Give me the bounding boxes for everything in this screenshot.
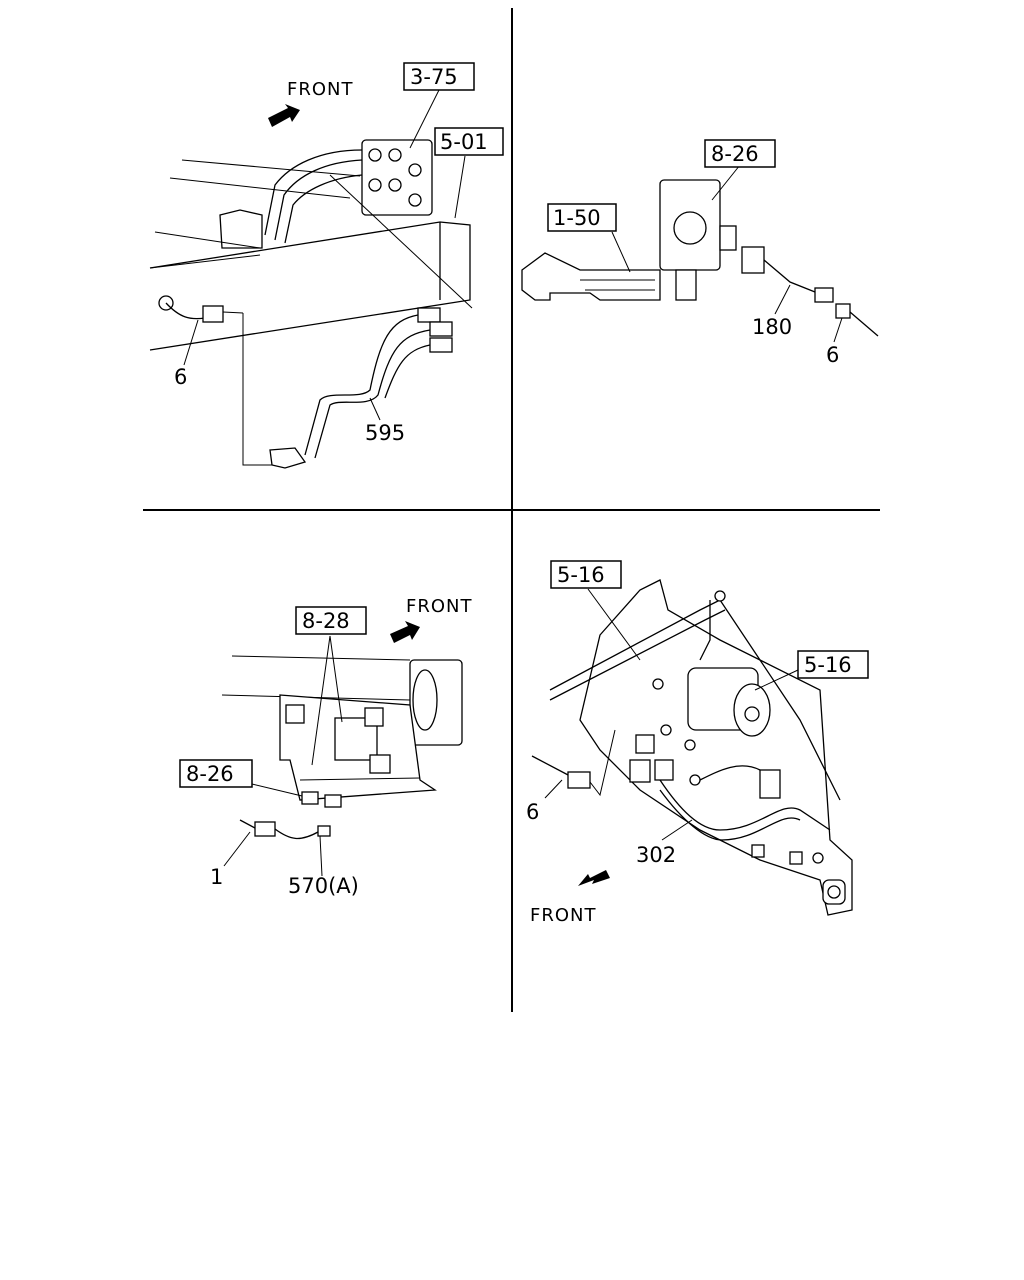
ref-label-5-16-a: 5-16 <box>557 563 605 587</box>
ref-label-8-28: 8-28 <box>302 609 350 633</box>
front-arrow-icon <box>390 621 420 643</box>
ref-box-1-50 <box>547 203 617 232</box>
ref-label-5-16-b: 5-16 <box>804 653 852 677</box>
part-number-6: 6 <box>526 800 539 824</box>
front-label: FRONT <box>406 596 473 617</box>
front-arrow-icon <box>268 104 300 127</box>
part-number-595: 595 <box>365 421 405 445</box>
part-number-180: 180 <box>752 315 792 339</box>
part-number-6: 6 <box>826 343 839 367</box>
ref-box-8-26 <box>704 139 776 168</box>
panel-bottom-right: FRONT 5-16 5-16 6 302 <box>526 560 869 926</box>
ref-label-5-01: 5-01 <box>440 130 488 154</box>
ref-label-8-26: 8-26 <box>186 762 234 786</box>
ref-label-1-50: 1-50 <box>553 206 601 230</box>
front-arrow-icon <box>578 870 610 886</box>
front-label: FRONT <box>287 79 354 100</box>
ref-box-5-16-a <box>550 560 622 589</box>
ref-box-5-16-b <box>797 650 869 679</box>
part-number-570a: 570(A) <box>288 874 359 898</box>
panel-top-left: FRONT <box>149 62 504 469</box>
panel-top-right: 8-26 1-50 180 6 <box>521 139 879 367</box>
ref-box-8-28 <box>295 606 367 635</box>
ref-box-5-01 <box>434 127 504 156</box>
front-label: FRONT <box>530 905 597 926</box>
panel-bottom-left: FRONT 8-28 8-26 1 570(A) <box>179 596 473 898</box>
ref-box-3-75 <box>403 62 475 91</box>
ref-label-8-26: 8-26 <box>711 142 759 166</box>
part-number-1: 1 <box>210 865 223 889</box>
ref-label-3-75: 3-75 <box>410 65 458 89</box>
part-number-6: 6 <box>174 365 187 389</box>
part-number-302: 302 <box>636 843 676 867</box>
ref-box-8-26 <box>179 759 253 788</box>
